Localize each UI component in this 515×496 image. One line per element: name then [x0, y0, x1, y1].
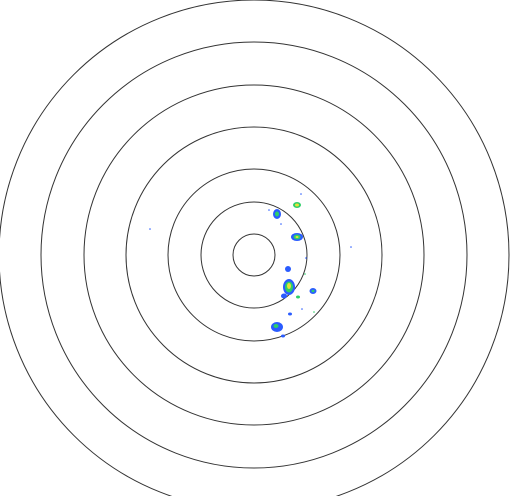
echo-dot	[300, 193, 302, 195]
echo-dot	[280, 223, 282, 225]
range-ring	[200, 201, 308, 309]
range-ring	[40, 41, 468, 469]
range-ring	[125, 126, 383, 384]
echo-cell	[295, 236, 299, 238]
echo-cell	[275, 211, 279, 217]
echo-dot	[149, 228, 151, 230]
echo-cell	[287, 283, 291, 289]
echo-cell	[281, 293, 287, 299]
echo-dot	[304, 273, 306, 275]
echo-cell	[288, 312, 292, 316]
echo-dot	[301, 308, 303, 310]
echo-cell	[311, 289, 315, 293]
echo-cell	[273, 324, 279, 328]
echo-dot	[268, 209, 270, 211]
range-ring	[83, 84, 425, 426]
precipitation-echoes	[149, 193, 352, 338]
echo-cell	[296, 295, 300, 299]
echo-cell	[295, 203, 299, 207]
range-ring	[167, 168, 341, 342]
range-ring	[232, 233, 276, 277]
echo-dot	[305, 257, 307, 259]
echo-cell	[285, 266, 291, 272]
echo-cell	[281, 334, 285, 338]
echo-dot	[313, 311, 315, 313]
echo-dot	[350, 246, 352, 248]
